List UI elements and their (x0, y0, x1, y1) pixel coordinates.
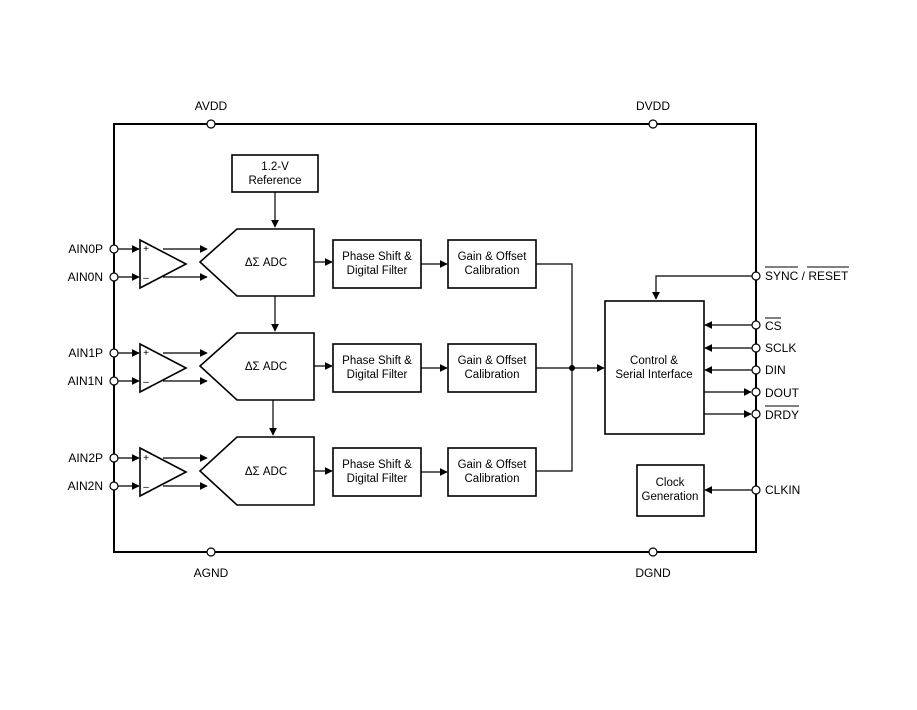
cal-0-label-2: Calibration (465, 265, 520, 277)
amp-2-plus: + (143, 453, 149, 464)
drdy-pin (751, 409, 761, 419)
cal-box-2 (447, 447, 537, 497)
ain0n-pin (109, 272, 119, 282)
cal-2-bus (536, 368, 573, 472)
filter-2-label-2: Digital Filter (347, 473, 408, 485)
channel-2: AIN2P AIN2N + – ΔΣ ADC Phase Shift & Dig… (68, 436, 537, 506)
filter-0-label-2: Digital Filter (347, 265, 408, 277)
amp-1-minus: – (143, 377, 149, 388)
ain1n-label: AIN1N (68, 374, 103, 388)
adc-2-label: ΔΣ ADC (245, 466, 287, 478)
chip-boundary (113, 123, 757, 553)
clock-box (636, 464, 705, 517)
filter-box-0 (332, 239, 422, 289)
filter-box-2 (332, 447, 422, 497)
cal-0-bus (536, 263, 573, 368)
ain1n-pin (109, 376, 119, 386)
clkin-label: CLKIN (765, 483, 800, 497)
sclk-pin (751, 343, 761, 353)
ain2p-pin (109, 453, 119, 463)
filter-1-label-2: Digital Filter (347, 369, 408, 381)
filter-2-label-1: Phase Shift & (342, 459, 412, 471)
dout-pin (751, 387, 761, 397)
sync-reset-pin (751, 271, 761, 281)
reset-label: RESET (808, 269, 849, 283)
sync-reset-label: SYNC / RESET (765, 269, 849, 283)
ain0n-label: AIN0N (68, 270, 103, 284)
adc-0-label: ΔΣ ADC (245, 257, 287, 269)
sync-reset-slash: / (798, 269, 808, 283)
ain2n-label: AIN2N (68, 479, 103, 493)
reference-label-1: 1.2-V (261, 161, 289, 173)
sclk-label: SCLK (765, 341, 796, 355)
adc-1-label: ΔΣ ADC (245, 361, 287, 373)
ain0p-pin (109, 244, 119, 254)
amp-2 (139, 446, 188, 498)
control-label-2: Serial Interface (615, 369, 692, 381)
amp-0-minus: – (143, 273, 149, 284)
din-pin (751, 365, 761, 375)
ain2n-pin (109, 481, 119, 491)
filter-1-label-1: Phase Shift & (342, 355, 412, 367)
avdd-label: AVDD (195, 99, 228, 113)
din-label: DIN (765, 363, 786, 377)
drdy-label: DRDY (765, 408, 799, 422)
filter-0-label-1: Phase Shift & (342, 251, 412, 263)
cal-1-label-2: Calibration (465, 369, 520, 381)
amp-0 (139, 238, 188, 290)
cal-2-label-2: Calibration (465, 473, 520, 485)
clock-label-2: Generation (642, 491, 699, 503)
dvdd-label: DVDD (636, 99, 670, 113)
cal-1-label-1: Gain & Offset (458, 355, 528, 367)
clock-label-1: Clock (656, 477, 685, 489)
avdd-pin (206, 119, 216, 129)
control-box (604, 300, 705, 435)
reference-label-2: Reference (248, 175, 301, 187)
channel-0: AIN0P AIN0N + – ΔΣ ADC Phase Shift & Dig… (68, 228, 537, 297)
ain1p-label: AIN1P (68, 346, 103, 360)
adc-1 (198, 332, 315, 401)
control-label-1: Control & (630, 355, 678, 367)
dgnd-label: DGND (635, 566, 671, 580)
ain1p-pin (109, 348, 119, 358)
cal-2-label-1: Gain & Offset (458, 459, 528, 471)
cs-label: CS (765, 319, 782, 333)
dout-label: DOUT (765, 386, 800, 400)
channel-1: AIN1P AIN1N + – ΔΣ ADC Phase Shift & Dig… (68, 332, 537, 401)
dgnd-pin (648, 547, 658, 557)
sync-reset-wire (652, 275, 753, 300)
cal-0-label-1: Gain & Offset (458, 251, 528, 263)
clkin-pin (751, 485, 761, 495)
filter-box-1 (332, 343, 422, 393)
agnd-pin (206, 547, 216, 557)
cal-box-1 (447, 343, 537, 393)
adc-2 (198, 436, 315, 506)
ain0p-label: AIN0P (68, 242, 103, 256)
amp-1-plus: + (143, 348, 149, 359)
cs-pin (751, 320, 761, 330)
amp-1 (139, 342, 188, 394)
ain2p-label: AIN2P (68, 451, 103, 465)
cal-box-0 (447, 239, 537, 289)
sync-label: SYNC (765, 269, 799, 283)
amp-0-plus: + (143, 244, 149, 255)
dvdd-pin (648, 119, 658, 129)
amp-2-minus: – (143, 482, 149, 493)
agnd-label: AGND (194, 566, 229, 580)
